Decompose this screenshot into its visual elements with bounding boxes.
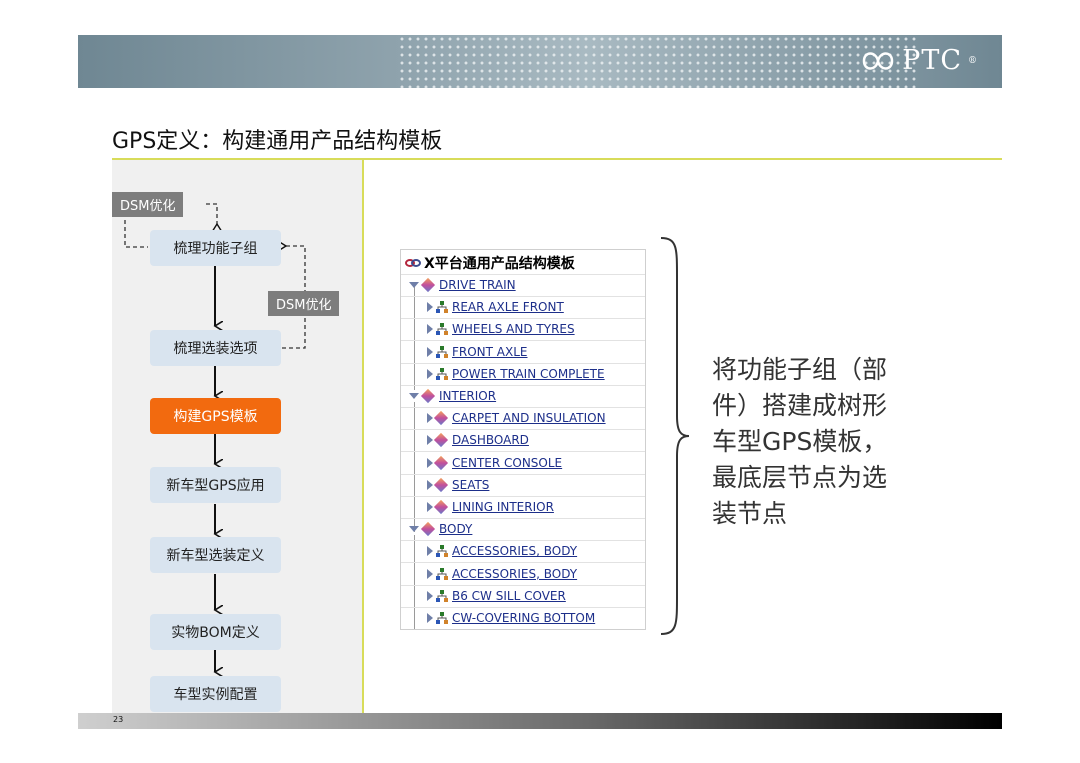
tree-node-label[interactable]: FRONT AXLE [452,344,528,359]
tree-child-node[interactable]: CARPET AND INSULATION [401,407,645,431]
tree-node-label[interactable]: DASHBOARD [452,433,529,448]
tree-root-label: X平台通用产品结构模板 [424,256,575,272]
assembly-icon [436,589,452,602]
page-number: 23 [113,715,124,724]
tree-child-node[interactable]: WHEELS AND TYRES [401,318,645,342]
flow-step-7: 车型实例配置 [150,676,281,712]
part-gem-icon [433,411,449,426]
assembly-icon [436,345,452,358]
tree-node-label[interactable]: REAR AXLE FRONT [452,300,564,315]
tree-child-node[interactable]: ACCESSORIES, BODY [401,563,645,586]
dsm-optimize-tag-mid: DSM优化 [268,291,340,316]
slide-title: GPS定义：构建通用产品结构模板 [112,129,443,154]
assembly-icon [436,612,452,624]
collapse-arrow-icon[interactable] [427,613,433,623]
curly-brace [660,237,690,635]
collapse-arrow-icon[interactable] [427,590,433,601]
tree-node-label[interactable]: INTERIOR [439,389,497,403]
dsm-optimize-tag-top: DSM优化 [112,192,184,217]
part-gem-icon [433,477,449,492]
tree-child-node[interactable]: B6 CW SILL COVER [401,585,645,608]
tree-node-label[interactable]: ACCESSORIES, BODY [452,566,578,581]
part-gem-icon [420,522,436,537]
structure-link-icon [405,259,421,267]
assembly-icon [436,567,452,580]
tree-node-label[interactable]: B6 CW SILL COVER [452,588,566,603]
tree-node-label[interactable]: CARPET AND INSULATION [452,411,606,426]
brand-name: PTC [902,45,962,76]
tree-guide [414,402,415,532]
flow-step-6: 实物BOM定义 [150,614,281,650]
collapse-arrow-icon[interactable] [427,502,433,512]
tree-child-node[interactable]: CENTER CONSOLE [401,452,645,475]
ptc-logo: PTC ® [860,45,978,76]
part-gem-icon [433,499,449,515]
assembly-icon [436,545,452,558]
tree-group-node[interactable]: INTERIOR [401,385,645,408]
collapse-arrow-icon[interactable] [427,457,433,468]
collapse-arrow-icon[interactable] [427,413,433,424]
part-gem-icon [420,388,436,404]
tree-node-label[interactable]: WHEELS AND TYRES [452,322,575,337]
tree-node-label[interactable]: CENTER CONSOLE [452,455,563,470]
caption-line: 车型GPS模板， [712,427,888,456]
tree-child-node[interactable]: SEATS [401,474,645,497]
collapse-arrow-icon[interactable] [427,346,433,357]
dot-pattern [398,35,918,88]
expand-arrow-icon[interactable] [409,393,419,399]
product-structure-tree: X平台通用产品结构模板 DRIVE TRAIN REAR AXLE FRONT WH… [400,249,646,630]
caption-line: 将功能子组（部 [712,355,888,384]
flow-step-3-highlight: 构建GPS模板 [150,398,281,434]
part-gem-icon [433,455,449,470]
caption-text: 将功能子组（部 件）搭建成树形 车型GPS模板， 最底层节点为选 装节点 [712,352,952,532]
flow-step-1: 梳理功能子组 [150,230,281,266]
collapse-arrow-icon[interactable] [427,546,433,557]
tree-child-node[interactable]: CW-COVERING BOTTOM [401,607,645,629]
tree-group-node[interactable]: BODY [401,518,645,542]
header-banner: PTC ® [78,35,1002,88]
flow-step-5: 新车型选装定义 [150,537,281,573]
tree-node-label[interactable]: SEATS [452,477,490,492]
caption-line: 最底层节点为选 [712,463,888,492]
tree-child-node[interactable]: POWER TRAIN COMPLETE [401,363,645,386]
tree-group-node[interactable]: DRIVE TRAIN [401,274,645,297]
tree-guide [414,282,415,390]
part-gem-icon [420,277,436,293]
tree-node-label[interactable]: DRIVE TRAIN [439,278,516,292]
tree-node-label[interactable]: BODY [439,522,473,537]
tree-guide [414,535,415,629]
caption-line: 装节点 [712,499,788,528]
tree-child-node[interactable]: REAR AXLE FRONT [401,296,645,320]
title-underline [112,158,1002,160]
ptc-swirl-icon [862,51,894,70]
assembly-icon [436,323,452,336]
collapse-arrow-icon[interactable] [427,479,433,490]
collapse-arrow-icon[interactable] [427,435,433,446]
tree-node-label[interactable]: POWER TRAIN COMPLETE [452,366,605,381]
flow-step-2: 梳理选装选项 [150,330,281,366]
expand-arrow-icon[interactable] [409,526,419,533]
caption-line: 件）搭建成树形 [712,391,888,420]
tree-child-node[interactable]: LINING INTERIOR [401,496,645,519]
tree-node-label[interactable]: CW-COVERING BOTTOM [452,611,596,625]
collapse-arrow-icon[interactable] [427,324,433,335]
collapse-arrow-icon[interactable] [427,568,433,579]
collapse-arrow-icon[interactable] [427,302,433,313]
brand-mark: ® [968,55,978,66]
tree-node-label[interactable]: LINING INTERIOR [452,500,554,514]
expand-arrow-icon[interactable] [409,282,419,288]
assembly-icon [436,367,452,380]
tree-child-node[interactable]: ACCESSORIES, BODY [401,540,645,564]
tree-node-label[interactable]: ACCESSORIES, BODY [452,544,578,559]
tree-child-node[interactable]: FRONT AXLE [401,341,645,364]
collapse-arrow-icon[interactable] [427,368,433,379]
flow-step-4: 新车型GPS应用 [150,467,281,503]
part-gem-icon [433,433,449,448]
assembly-icon [436,301,452,314]
tree-root[interactable]: X平台通用产品结构模板 [401,252,645,275]
tree-child-node[interactable]: DASHBOARD [401,429,645,453]
footer-bar [78,713,1002,729]
column-divider [362,160,364,713]
